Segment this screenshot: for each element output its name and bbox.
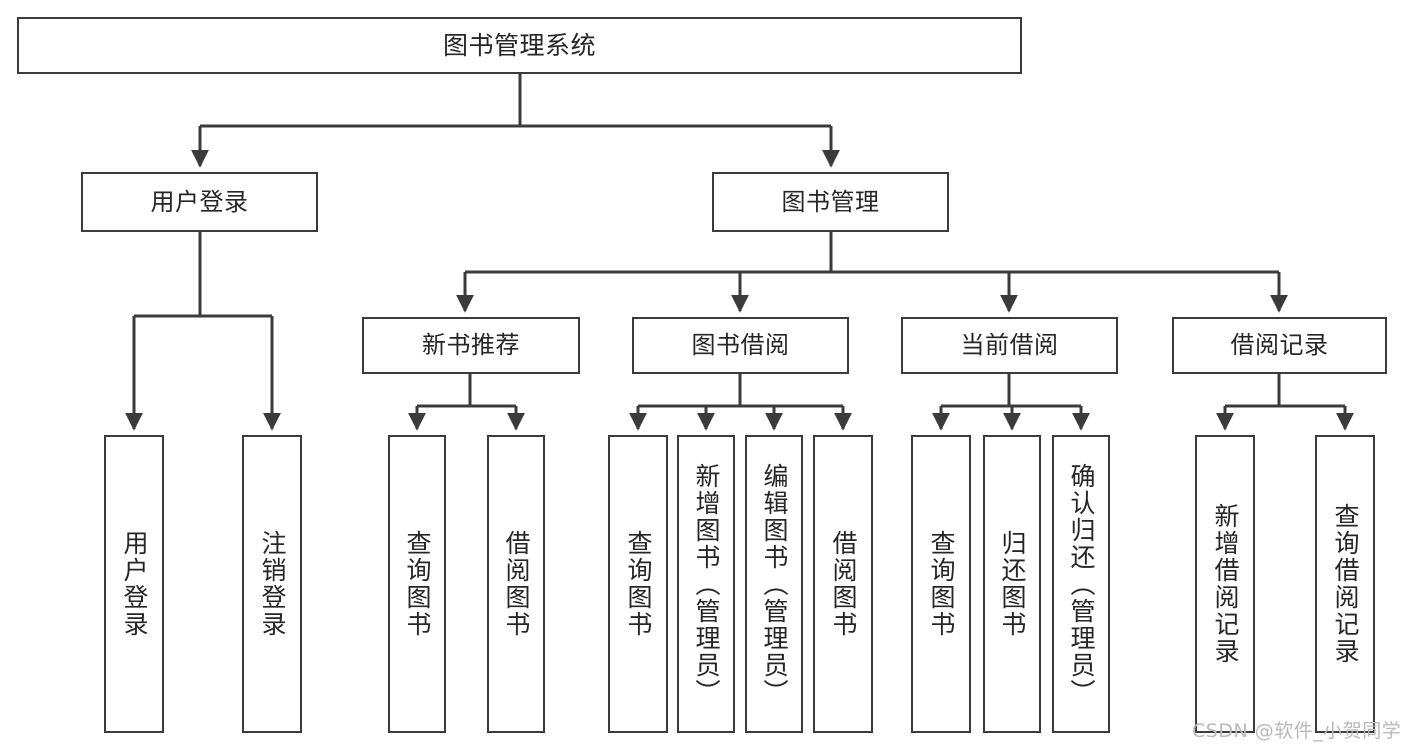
node-book-manage[interactable]: 图书管理	[712, 172, 949, 232]
node-root-label: 图书管理系统	[442, 30, 596, 60]
leaf-user-logout[interactable]: 注销登录	[242, 435, 302, 733]
leaf-query-record-label: 查询借阅记录	[1331, 503, 1360, 665]
node-borrow-record[interactable]: 借阅记录	[1172, 317, 1387, 374]
node-book-borrow[interactable]: 图书借阅	[632, 317, 849, 374]
leaf-edit-book-label: 编辑图书（管理员）	[760, 462, 789, 706]
leaf-confirm-return[interactable]: 确认归还（管理员）	[1052, 435, 1110, 733]
leaf-borrow-book[interactable]: 借阅图书	[813, 435, 873, 733]
leaf-query-book-borrow-label: 查询图书	[624, 530, 653, 638]
leaf-confirm-return-label: 确认归还（管理员）	[1067, 462, 1096, 706]
leaf-return-book[interactable]: 归还图书	[983, 435, 1041, 733]
leaf-query-book-rec-label: 查询图书	[403, 530, 432, 638]
node-current-borrow[interactable]: 当前借阅	[901, 317, 1118, 374]
leaf-add-record[interactable]: 新增借阅记录	[1195, 435, 1255, 733]
leaf-add-book[interactable]: 新增图书（管理员）	[677, 435, 735, 733]
leaf-query-book-current[interactable]: 查询图书	[911, 435, 971, 733]
leaf-add-record-label: 新增借阅记录	[1211, 503, 1240, 665]
leaf-user-login[interactable]: 用户登录	[104, 435, 164, 733]
leaf-user-logout-label: 注销登录	[258, 530, 287, 638]
node-user-login-label: 用户登录	[150, 187, 249, 216]
leaf-return-book-label: 归还图书	[998, 530, 1027, 638]
leaf-query-book-borrow[interactable]: 查询图书	[608, 435, 668, 733]
leaf-add-book-label: 新增图书（管理员）	[692, 462, 721, 706]
leaf-user-login-label: 用户登录	[120, 530, 149, 638]
leaf-query-record[interactable]: 查询借阅记录	[1315, 435, 1375, 733]
node-book-manage-label: 图书管理	[781, 187, 880, 216]
node-book-borrow-label: 图书借阅	[691, 331, 790, 360]
leaf-query-book-current-label: 查询图书	[927, 530, 956, 638]
leaf-borrow-book-rec[interactable]: 借阅图书	[487, 435, 545, 733]
node-root[interactable]: 图书管理系统	[17, 17, 1022, 74]
node-new-book-recommend-label: 新书推荐	[422, 331, 520, 360]
leaf-edit-book[interactable]: 编辑图书（管理员）	[745, 435, 803, 733]
node-current-borrow-label: 当前借阅	[960, 331, 1059, 360]
leaf-query-book-rec[interactable]: 查询图书	[388, 435, 446, 733]
leaf-borrow-book-rec-label: 借阅图书	[502, 530, 531, 638]
leaf-borrow-book-label: 借阅图书	[829, 530, 858, 638]
node-new-book-recommend[interactable]: 新书推荐	[362, 317, 580, 374]
node-user-login[interactable]: 用户登录	[81, 172, 318, 232]
node-borrow-record-label: 借阅记录	[1230, 331, 1329, 360]
